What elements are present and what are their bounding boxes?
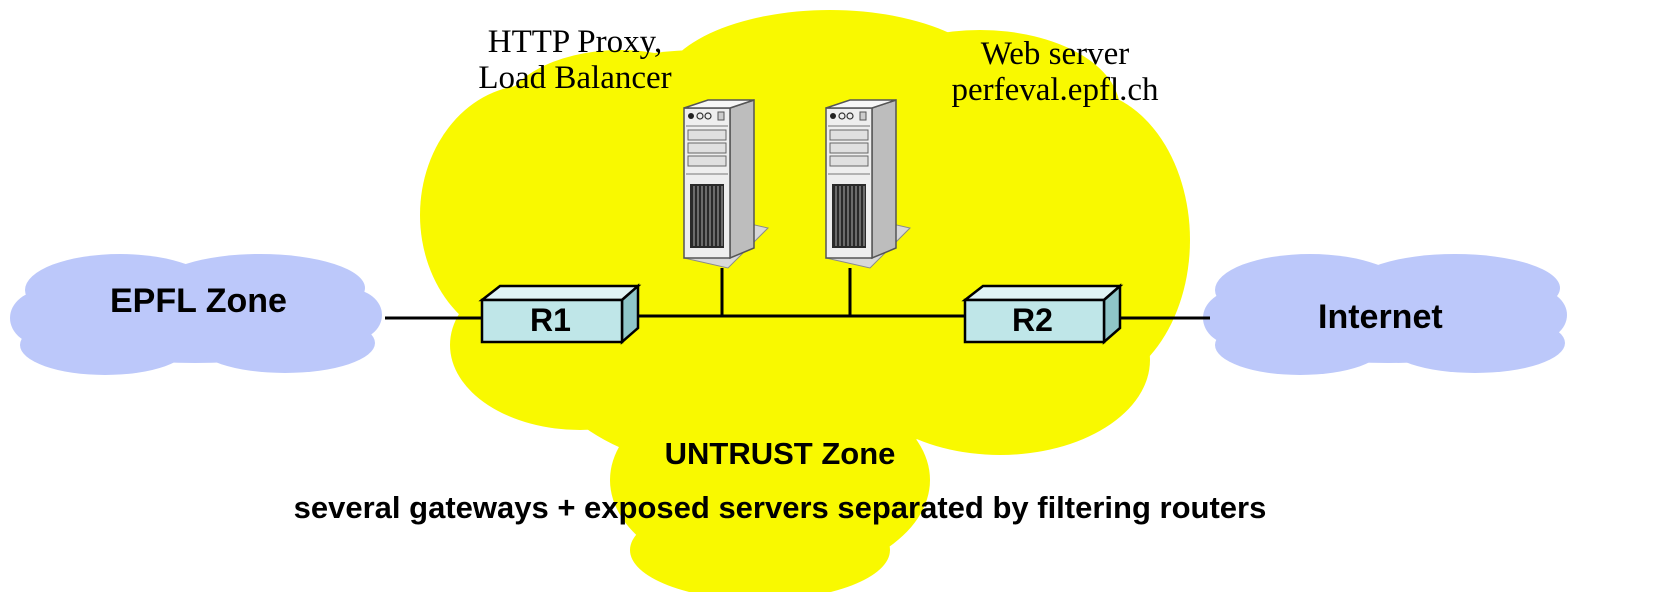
proxy-label: HTTP Proxy, Load Balancer	[440, 24, 710, 96]
web-server-label-line2: perfeval.epfl.ch	[951, 72, 1159, 108]
internet-label: Internet	[1318, 298, 1443, 336]
internet-cloud-icon	[1203, 254, 1567, 375]
proxy-label-line2: Load Balancer	[478, 60, 672, 96]
router-icon	[478, 283, 642, 345]
epfl-zone-label: EPFL Zone	[110, 282, 287, 320]
router-r2-label: R2	[1012, 302, 1053, 338]
web-server-label: Web server perfeval.epfl.ch	[905, 36, 1205, 108]
untrust-zone-description: several gateways + exposed servers separ…	[293, 490, 1267, 525]
proxy-label-line1: HTTP Proxy,	[487, 24, 663, 60]
web-server-label-line1: Web server	[980, 36, 1130, 72]
server-tower-icon	[683, 98, 769, 269]
epfl-zone-cloud-icon	[10, 254, 382, 375]
untrust-zone-title: UNTRUST Zone	[664, 436, 896, 471]
server-tower-icon	[825, 98, 911, 269]
router-r1-label: R1	[530, 302, 571, 338]
untrust-cloud-icon	[420, 10, 1190, 592]
router-icon	[961, 283, 1124, 345]
network-links	[385, 268, 1210, 320]
